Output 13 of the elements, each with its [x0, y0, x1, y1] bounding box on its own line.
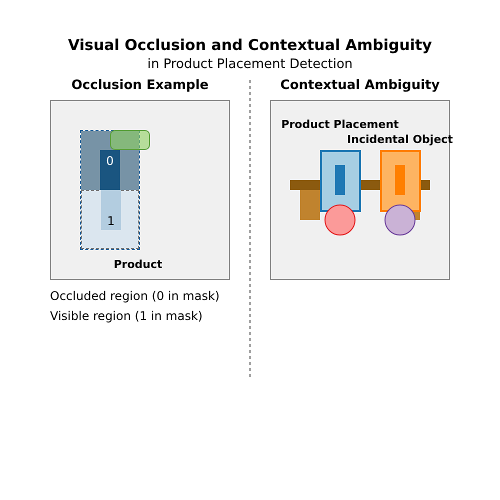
region-value: 0 [106, 154, 114, 168]
title: Visual Occlusion and Contextual Ambiguity [68, 36, 432, 54]
subtitle: in Product Placement Detection [147, 57, 353, 73]
box-label: Incidental Object [347, 132, 453, 146]
product-label: Product [114, 258, 162, 272]
box-label: Product Placement [281, 118, 399, 132]
region-value: 1 [107, 214, 115, 228]
region-note: Occluded region (0 in mask) [50, 289, 220, 304]
region-note: Visible region (1 in mask) [50, 309, 203, 324]
panel-heading: Contextual Ambiguity [280, 78, 440, 94]
occluded-region [81, 131, 139, 190]
panel-heading: Occlusion Example [71, 78, 209, 94]
visible-region [81, 190, 139, 249]
